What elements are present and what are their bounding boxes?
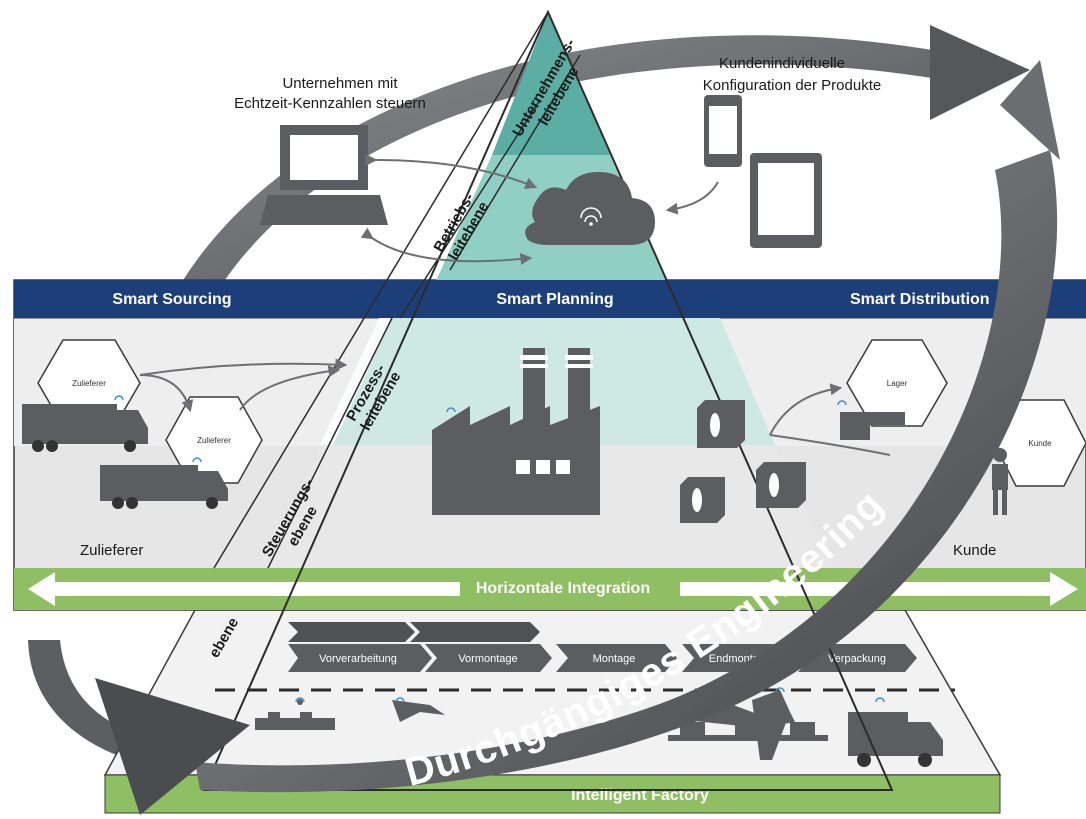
process-step-2: Vormontage [458,653,517,665]
laptop-icon [260,125,388,225]
wifi-antennas-floor [295,687,885,703]
node-zulieferer-a: Zulieferer [72,379,106,388]
note-left-line1: Unternehmen mit [282,75,398,92]
side-label-zulieferer: Zulieferer [80,542,143,559]
band-smart-distribution: Smart Distribution [850,291,990,308]
side-label-kunde: Kunde [953,542,996,559]
cloud-connection-arrows [360,153,719,266]
factory-floor-machines [255,690,943,767]
factory-label: Intelligent Factory [571,787,709,804]
factory-icon [432,348,600,515]
note-right-line2: Konfiguration der Produkte [703,77,881,94]
process-step-5: Verpackung [828,653,886,665]
customer-hexagons [846,339,1086,487]
process-step-1: Vorverarbeitung [319,653,397,665]
engineering-arrow-front [95,60,1060,815]
band-smart-planning: Smart Planning [496,291,613,308]
customer-icons [837,400,1008,515]
mobile-devices-icon [704,95,822,248]
band-smart-sourcing: Smart Sourcing [112,291,231,308]
note-left-line2: Echtzeit-Kennzahlen steuern [234,95,426,112]
engineering-arrow-left [28,640,140,760]
cloud-icon [525,172,655,245]
node-zulieferer-b: Zulieferer [197,436,231,445]
node-kunde-small: Kunde [1028,439,1052,448]
horizontal-integration-label: Horizontale Integration [476,580,650,597]
supply-flow-arrows [139,358,348,413]
package-icons [680,400,806,523]
note-right-line1: Kundenindividuelle [719,55,845,72]
node-lager: Lager [887,379,908,388]
process-step-3: Montage [593,653,636,665]
distribution-arrows [769,383,891,456]
truck-icons [22,395,228,509]
